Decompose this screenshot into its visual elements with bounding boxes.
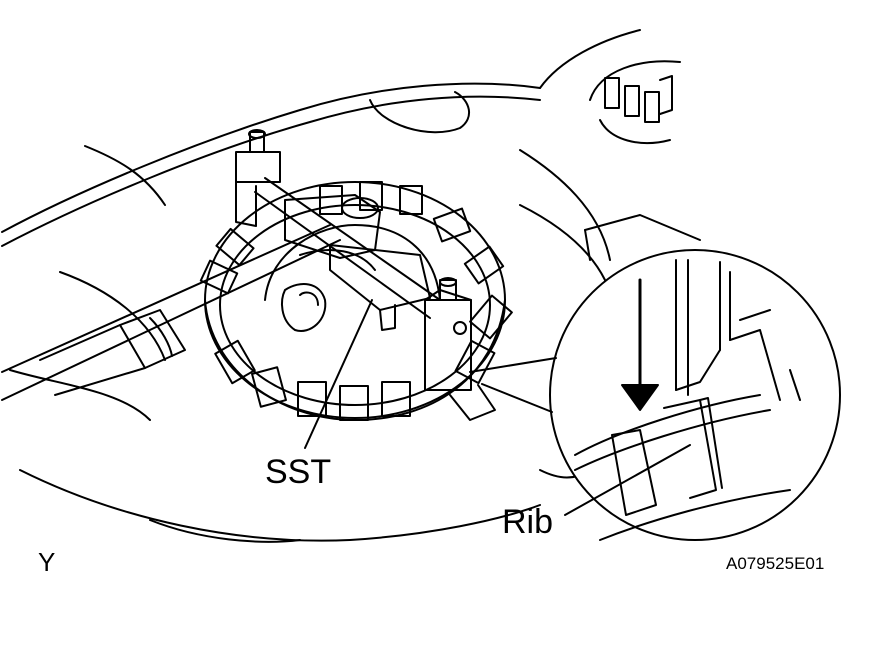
view-marker-label: Y xyxy=(38,547,56,577)
rib-label: Rib xyxy=(502,503,554,541)
arrow-down-icon xyxy=(621,384,659,411)
tank-fitting-top-right xyxy=(589,60,681,144)
figure-code-label: A079525E01 xyxy=(726,554,825,573)
retainer-ring xyxy=(199,181,513,421)
sst-leader-line xyxy=(304,299,373,449)
rib-leader-line xyxy=(564,444,691,516)
sst-tool xyxy=(1,129,472,401)
sst-label: SST xyxy=(265,453,332,491)
rib-detail-magnifier xyxy=(469,249,841,541)
